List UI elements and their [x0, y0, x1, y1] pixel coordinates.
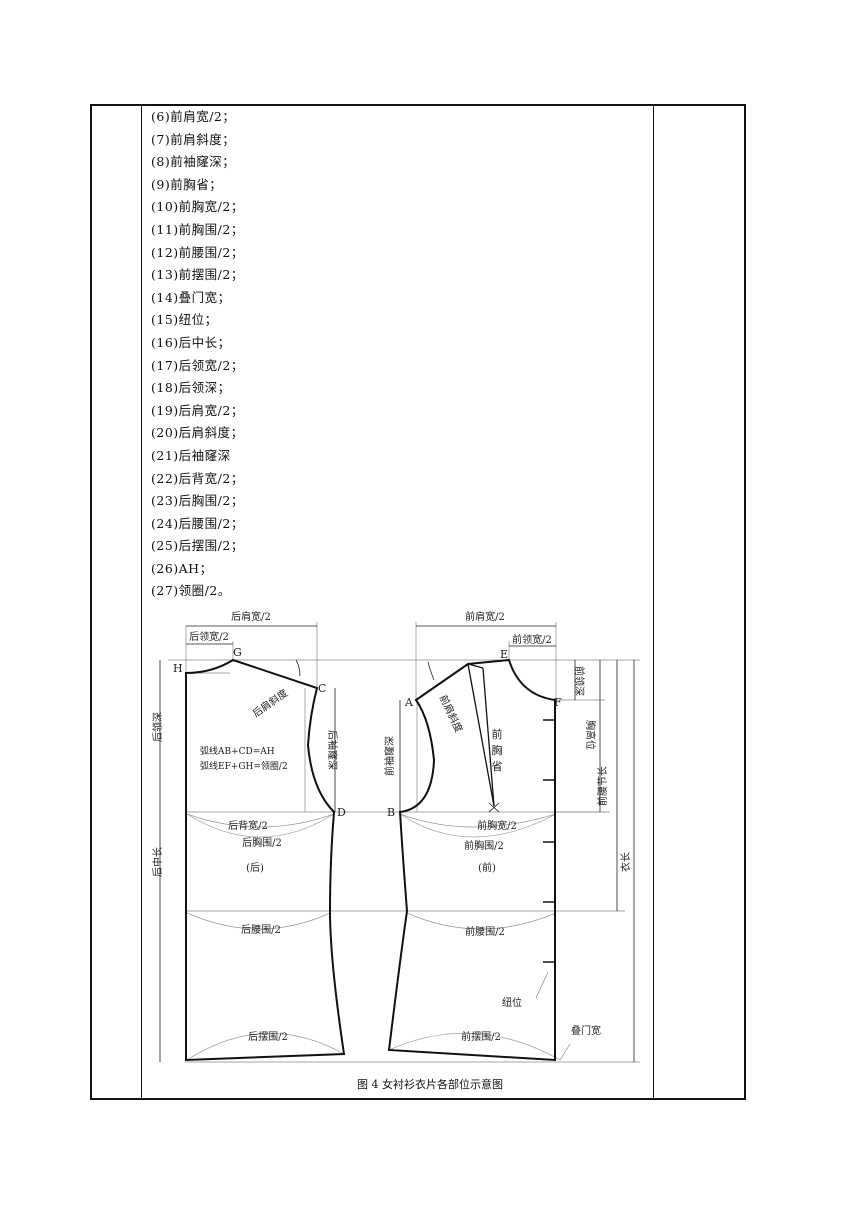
front-chest-label: 前胸围/2 — [464, 839, 504, 852]
point-d-label: D — [337, 806, 346, 819]
front-waist-length-label: 前腰节长 — [596, 766, 609, 806]
figure-caption: 图 4 女衬衫衣片各部位示意图 — [357, 1078, 503, 1091]
list-item: (27)领圈/2。 — [151, 583, 231, 599]
list-item: (13)前摆围/2； — [151, 267, 244, 283]
list-item: (21)后袖窿深 — [151, 447, 231, 463]
front-armhole-depth-label: 前袖窿深 — [383, 736, 396, 776]
guide-lines — [168, 622, 640, 1063]
back-waist-label: 后腰围/2 — [241, 924, 281, 936]
list-item: (14)叠门宽； — [151, 289, 231, 305]
button-leader-line — [535, 971, 549, 999]
bust-height-label: 胸高位 — [584, 720, 597, 750]
front-panel-outline — [387, 658, 556, 1062]
point-a-label: A — [404, 696, 414, 709]
list-item: (16)后中长； — [151, 334, 231, 350]
list-item: (19)后肩宽/2； — [151, 402, 244, 418]
back-neck-width-label: 后领宽/2 — [189, 630, 229, 643]
front-neck-depth-label: 前领深 — [573, 666, 586, 696]
back-panel-outline — [185, 658, 346, 1062]
point-g-label: G — [233, 646, 242, 659]
list-item: (22)后背宽/2； — [151, 470, 244, 486]
back-center-length-label: 后中长 — [151, 847, 164, 877]
list-item: (6)前肩宽/2； — [151, 109, 236, 124]
front-shoulder-width-label: 前肩宽/2 — [465, 610, 505, 623]
list-item: (23)后胸围/2； — [151, 493, 244, 509]
placket-width-label: 叠门宽 — [571, 1024, 601, 1037]
list-item: (24)后腰围/2； — [151, 515, 244, 531]
front-chest-width-label: 前胸宽/2 — [477, 819, 517, 832]
point-f-label: F — [554, 696, 562, 709]
measurement-list: (6)前肩宽/2； (7)前肩斜度； (8)前袖窿深； (9)前胸省； (10)前胸宽/… — [151, 106, 244, 603]
back-shoulder-slope-label: 后肩斜度 — [250, 686, 290, 720]
table-column-divider-left — [141, 104, 142, 1100]
point-h-label: H — [173, 662, 183, 675]
point-b-label: B — [387, 806, 395, 819]
table-column-divider-right — [653, 104, 654, 1100]
front-hem-label: 前摆围/2 — [461, 1030, 501, 1043]
button-marks — [543, 719, 556, 963]
list-item: (15)纽位； — [151, 312, 218, 328]
button-position-label: 纽位 — [502, 996, 522, 1009]
list-item: (18)后领深； — [151, 380, 231, 396]
back-armhole-depth-label: 后袖窿深 — [326, 730, 339, 770]
width-arcs — [186, 813, 561, 1061]
garment-length-label: 衣长 — [619, 852, 632, 872]
list-item: (9)前胸省； — [151, 176, 223, 192]
back-chest-label: 后胸围/2 — [242, 836, 282, 849]
front-waist-label: 前腰围/2 — [465, 925, 505, 938]
list-item: (12)前腰围/2； — [151, 244, 244, 260]
list-item: (17)后领宽/2； — [151, 357, 244, 373]
list-item: (11)前胸围/2； — [151, 221, 244, 237]
list-item: (25)后摆围/2； — [151, 538, 244, 554]
front-neck-width-label: 前领宽/2 — [512, 633, 552, 646]
front-panel-label: (前) — [478, 861, 496, 874]
dimension-lines — [159, 625, 635, 1062]
shirt-pattern-diagram: 后肩宽/2 后领宽/2 前肩宽/2 前领宽/2 H G C D A B E F … — [151, 610, 640, 1063]
placket-leader-line — [559, 1043, 571, 1061]
point-e-label: E — [500, 648, 508, 661]
back-panel-label: (后) — [246, 862, 264, 874]
formula-ah: 弧线AB+CD=AH — [200, 745, 275, 757]
back-neck-depth-label: 后领深 — [151, 712, 164, 742]
front-chest-dart — [467, 663, 500, 813]
list-item: (20)后肩斜度； — [151, 425, 244, 441]
formula-neckline: 弧线EF+GH=领圈/2 — [200, 760, 288, 772]
back-shoulder-width-label: 后肩宽/2 — [231, 610, 271, 623]
list-item: (10)前胸宽/2； — [151, 199, 244, 215]
list-item: (8)前袖窿深； — [151, 154, 236, 170]
list-item: (26)AH； — [151, 560, 213, 576]
front-dart-char-1: 前胸省 — [492, 727, 503, 773]
front-shoulder-slope-label: 前肩斜度 — [437, 693, 466, 735]
list-item: (7)前肩斜度； — [151, 131, 236, 147]
table-frame — [90, 104, 746, 1100]
point-c-label: C — [318, 682, 326, 695]
back-width-label: 后背宽/2 — [228, 819, 268, 832]
back-hem-label: 后摆围/2 — [248, 1030, 288, 1043]
